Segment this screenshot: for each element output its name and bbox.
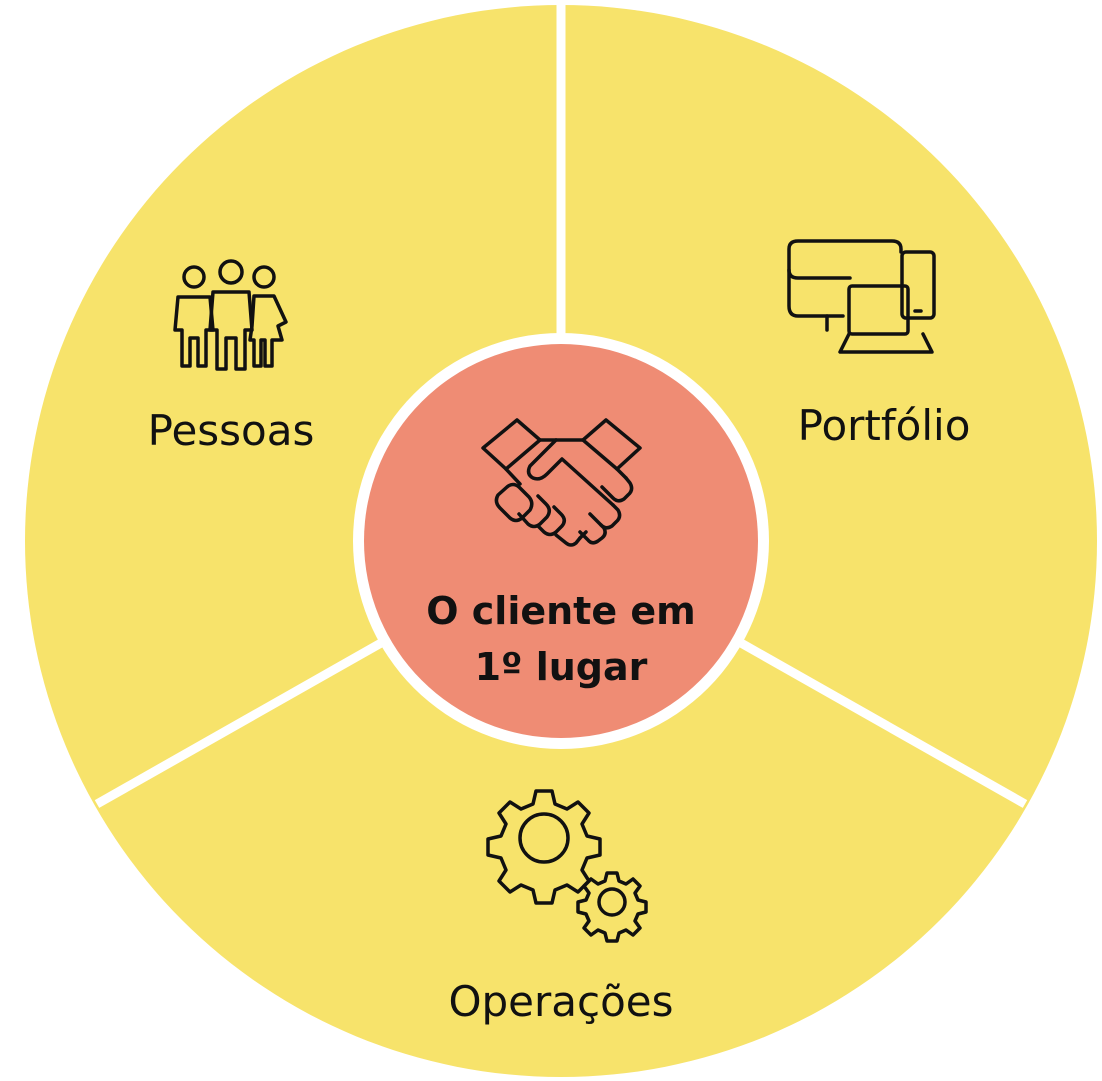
segment-label-portfolio: Portfólio xyxy=(798,401,971,450)
devices-icon xyxy=(787,239,936,354)
segment-label-pessoas: Pessoas xyxy=(148,406,315,455)
center-label-line2: 1º lugar xyxy=(475,645,648,689)
handshake-icon xyxy=(481,418,642,547)
center-label-line1: O cliente em xyxy=(426,589,695,633)
people-icon xyxy=(173,259,288,371)
gears-icon xyxy=(486,789,648,943)
segment-label-operacoes: Operações xyxy=(448,977,673,1026)
